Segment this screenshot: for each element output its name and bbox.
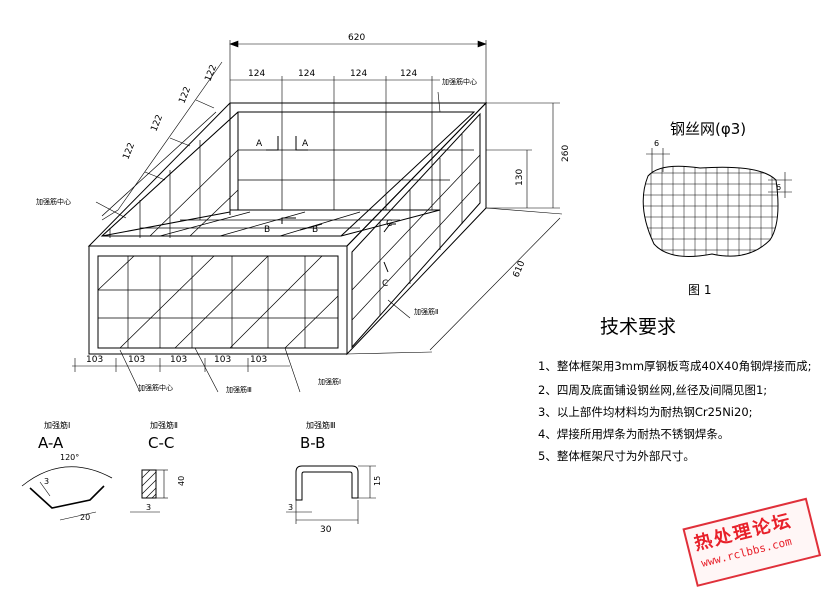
leaders [95, 91, 441, 393]
requirement-1: 1、整体框架用3mm厚钢板弯成40X40角钢焊接而成; [538, 359, 812, 373]
dim-top-4: 124 [400, 69, 417, 79]
dim-width [346, 207, 563, 355]
requirement-2: 2、四周及底面铺设钢丝网,丝径及间隔见图1; [538, 383, 768, 397]
back-mesh [238, 112, 474, 210]
section-aa-angle: 120° [60, 453, 79, 462]
mesh-title: 钢丝网(φ3) [670, 120, 746, 138]
dim-front-spacing [72, 358, 290, 372]
section-mark-c2: C [382, 279, 388, 289]
label-rib-center-bottom: 加强筋中心 [138, 383, 173, 392]
dim-side-3: 122 [178, 85, 194, 105]
dim-side-1: 122 [122, 141, 138, 161]
dim-front-2: 103 [128, 355, 145, 365]
dim-height-inner: 130 [515, 169, 525, 186]
section-cc-height: 40 [177, 476, 186, 486]
dim-front-5: 103 [250, 355, 267, 365]
mesh-fig-label: 图 1 [688, 283, 711, 297]
dim-height [486, 102, 560, 209]
requirement-5: 5、整体框架尺寸为外部尺寸。 [538, 449, 695, 463]
label-rib-3: 加强筋Ⅲ [226, 385, 252, 394]
section-bb-width: 30 [320, 525, 332, 535]
dim-side-spacing [101, 61, 223, 221]
dim-length [229, 40, 487, 103]
section-mark-b1: B [264, 225, 270, 235]
floor-mesh [140, 211, 400, 237]
section-cc [130, 469, 168, 513]
dim-front-1: 103 [86, 355, 103, 365]
section-bb [286, 465, 376, 524]
section-aa-thickness: 3 [44, 477, 49, 486]
dim-front-3: 103 [170, 355, 187, 365]
section-mark-a2: A [302, 139, 309, 149]
section-mark-b2: B [312, 225, 318, 235]
section-mark-a1: A [256, 139, 263, 149]
dim-length-text: 620 [348, 33, 365, 43]
dim-width-text: 610 [512, 259, 528, 279]
section-aa-name: A-A [38, 434, 64, 452]
section-aa [21, 466, 113, 521]
section-cc-name: C-C [148, 434, 174, 452]
dim-side-4: 122 [204, 63, 220, 83]
section-aa-rib: 加强筋Ⅰ [44, 420, 70, 430]
right-mesh [351, 134, 481, 321]
basket-frame [87, 101, 488, 356]
section-markers [266, 136, 396, 273]
dim-top-spacing [230, 76, 440, 112]
label-rib-2: 加强筋Ⅱ [414, 307, 438, 316]
dim-height-total: 260 [561, 145, 571, 162]
section-bb-rib: 加强筋Ⅲ [306, 420, 336, 430]
requirement-4: 4、焊接所用焊条为耐热不锈钢焊条。 [538, 427, 730, 441]
section-mark-c1: C [386, 219, 392, 229]
label-rib-center-left: 加强筋中心 [36, 197, 71, 206]
section-cc-rib: 加强筋Ⅱ [150, 420, 178, 430]
dim-top-1: 124 [248, 69, 265, 79]
mesh-figure [642, 148, 792, 257]
section-aa-width: 20 [80, 513, 90, 522]
requirements-title: 技术要求 [600, 316, 677, 338]
section-bb-thickness: 3 [288, 503, 293, 512]
dim-top-2: 124 [298, 69, 315, 79]
requirement-3: 3、以上部件均材料均为耐热钢Cr25Ni20; [538, 405, 753, 419]
label-rib-1: 加强筋Ⅰ [318, 377, 341, 386]
section-cc-thickness: 3 [146, 503, 151, 512]
front-mesh [97, 255, 339, 349]
mesh-dim-h: 6 [654, 139, 659, 148]
section-bb-height: 15 [373, 476, 382, 486]
left-mesh [101, 111, 239, 238]
dim-side-2: 122 [150, 113, 166, 133]
dim-top-3: 124 [350, 69, 367, 79]
section-bb-name: B-B [300, 434, 325, 452]
dim-front-4: 103 [214, 355, 231, 365]
mesh-dim-v: 6 [776, 183, 781, 192]
label-rib-center-top: 加强筋中心 [442, 77, 477, 86]
